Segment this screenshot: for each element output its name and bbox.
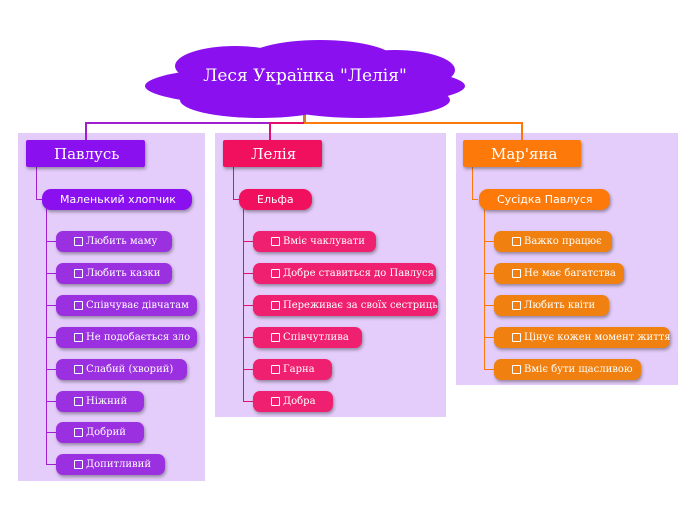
checkbox-icon (74, 428, 83, 437)
trait-item[interactable]: Добрий (56, 422, 144, 443)
branch-lelia[interactable]: Лелія (223, 140, 322, 167)
checkbox-icon (512, 333, 521, 342)
checkbox-icon (74, 365, 83, 374)
tree-line (484, 369, 494, 370)
trait-item[interactable]: Гарна (253, 359, 332, 380)
sub-lelia[interactable]: Ельфа (239, 189, 312, 210)
tree-line (46, 401, 56, 402)
sub-pavlus[interactable]: Маленький хлопчик (42, 189, 192, 210)
tree-line (46, 464, 56, 465)
checkbox-icon (512, 365, 521, 374)
tree-line (243, 337, 253, 338)
root-cloud (145, 40, 465, 118)
tree-line (46, 432, 56, 433)
trait-item[interactable]: Вміє чаклувати (253, 231, 376, 252)
trait-item[interactable]: Любить маму (56, 231, 172, 252)
checkbox-icon (271, 269, 280, 278)
connector (86, 122, 304, 124)
tree-line (233, 199, 239, 200)
checkbox-icon (74, 269, 83, 278)
tree-line (243, 273, 253, 274)
connector (303, 112, 306, 124)
branch-mariana[interactable]: Мар'яна (463, 140, 581, 167)
tree-line (484, 209, 485, 369)
branch-pavlus[interactable]: Павлусь (26, 140, 145, 167)
sub-mariana[interactable]: Сусідка Павлуся (479, 189, 610, 210)
checkbox-icon (512, 301, 521, 310)
tree-line (243, 241, 253, 242)
checkbox-icon (271, 397, 280, 406)
trait-item[interactable]: Ніжний (56, 391, 144, 412)
trait-item[interactable]: Допитливий (56, 454, 165, 475)
connector (269, 122, 271, 142)
checkbox-icon (271, 365, 280, 374)
tree-line (36, 199, 42, 200)
trait-item[interactable]: Переживає за своїх сестриць (253, 295, 438, 316)
trait-item[interactable]: Добре ставиться до Павлуся (253, 263, 436, 284)
checkbox-icon (74, 333, 83, 342)
checkbox-icon (271, 333, 280, 342)
checkbox-icon (74, 397, 83, 406)
checkbox-icon (512, 269, 521, 278)
root-title[interactable]: Леся Українка "Лелія" (203, 66, 407, 86)
connector (304, 122, 523, 124)
tree-line (46, 241, 56, 242)
tree-line (243, 369, 253, 370)
trait-item[interactable]: Співчуває дівчатам (56, 295, 197, 316)
checkbox-icon (74, 237, 83, 246)
tree-line (46, 209, 47, 464)
trait-item[interactable]: Не подобається зло (56, 327, 197, 348)
trait-item[interactable]: Добра (253, 391, 333, 412)
trait-item[interactable]: Слабий (хворий) (56, 359, 187, 380)
tree-line (484, 305, 494, 306)
tree-line (472, 166, 473, 200)
trait-item[interactable]: Вміє бути щасливою (494, 359, 641, 380)
tree-line (484, 273, 494, 274)
tree-line (243, 305, 253, 306)
checkbox-icon (271, 237, 280, 246)
tree-line (484, 337, 494, 338)
checkbox-icon (74, 301, 83, 310)
tree-line (243, 401, 253, 402)
tree-line (46, 369, 56, 370)
tree-line (233, 166, 234, 200)
checkbox-icon (271, 301, 280, 310)
trait-item[interactable]: Не має багатства (494, 263, 624, 284)
connector (270, 122, 304, 124)
checkbox-icon (74, 460, 83, 469)
trait-item[interactable]: Співчутлива (253, 327, 362, 348)
trait-item[interactable]: Любить казки (56, 263, 172, 284)
trait-item[interactable]: Цінує кожен момент життя (494, 327, 670, 348)
tree-line (46, 337, 56, 338)
tree-line (484, 241, 494, 242)
connector (85, 122, 87, 142)
tree-line (472, 199, 478, 200)
tree-line (46, 273, 56, 274)
trait-item[interactable]: Важко працює (494, 231, 612, 252)
trait-item[interactable]: Любить квіти (494, 295, 609, 316)
checkbox-icon (512, 237, 521, 246)
connector (521, 122, 523, 142)
tree-line (46, 305, 56, 306)
tree-line (36, 166, 37, 200)
